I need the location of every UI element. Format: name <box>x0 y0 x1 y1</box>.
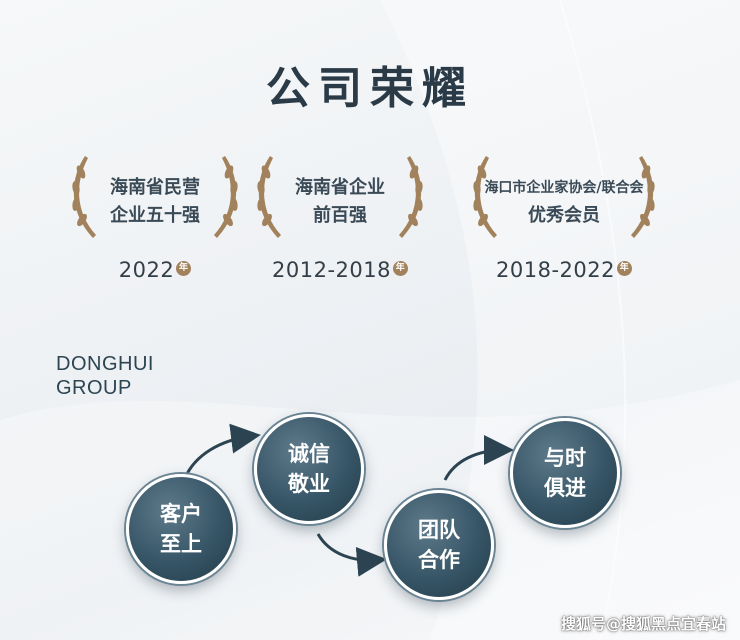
laurel-wreath-icon <box>473 156 655 238</box>
award-line: 海口市企业家协会/联合会 <box>484 180 644 196</box>
award-line: 前百强 <box>313 205 367 226</box>
value-line: 合作 <box>418 548 460 572</box>
brand-logo-text: DONGHUI GROUP <box>56 352 154 400</box>
value-circle-integrity: 诚信 敬业 <box>254 414 364 524</box>
arrow-2 <box>316 533 387 577</box>
year-badge: 年 <box>392 261 408 276</box>
watermark-text: 搜狐号@搜狐黑点宜春站 <box>560 615 726 633</box>
award-line: 海南省民营 <box>110 177 200 198</box>
brand-line-2: GROUP <box>56 377 132 399</box>
page-title: 公司荣耀 <box>266 63 474 114</box>
brand-line-1: DONGHUI <box>56 353 154 375</box>
value-line: 客户 <box>160 502 202 526</box>
year-badge: 年 <box>616 261 632 276</box>
value-circle-progress: 与时 俱进 <box>510 418 620 528</box>
award-line: 优秀会员 <box>528 205 600 226</box>
award-year-text: 2022 <box>118 258 175 282</box>
laurel-wreath-icon <box>257 156 423 238</box>
value-line: 敬业 <box>288 472 330 496</box>
year-badge: 年 <box>176 261 192 276</box>
value-line: 俱进 <box>544 476 586 500</box>
award-line: 企业五十强 <box>110 205 200 226</box>
value-line: 团队 <box>418 518 460 542</box>
arrow-1 <box>183 423 261 479</box>
arrow-3 <box>443 435 514 481</box>
value-line: 与时 <box>544 446 586 470</box>
award-title: 海南省民营 企业五十强 <box>55 174 255 230</box>
laurel-wreath-icon <box>72 156 238 238</box>
award-year-text: 2018-2022 <box>496 258 615 282</box>
value-circle-teamwork: 团队 合作 <box>384 490 494 600</box>
award-year-text: 2012-2018 <box>272 258 391 282</box>
award-title: 海口市企业家协会/联合会 优秀会员 <box>464 174 664 230</box>
value-circle-customer: 客户 至上 <box>126 474 236 584</box>
value-line: 诚信 <box>288 442 330 466</box>
award-line: 海南省企业 <box>295 177 385 198</box>
award-title: 海南省企业 前百强 <box>240 174 440 230</box>
value-line: 至上 <box>160 532 202 556</box>
